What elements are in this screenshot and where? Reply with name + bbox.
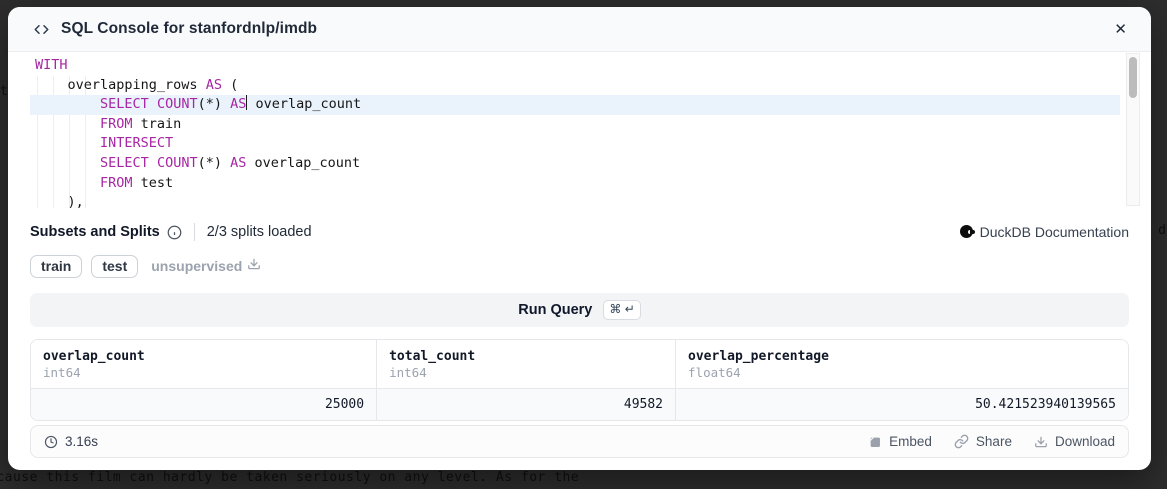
- sql-text: [35, 96, 100, 112]
- sql-text: overlapping_rows: [35, 76, 206, 93]
- table-cell: 50.421523940139565: [975, 397, 1116, 412]
- close-icon[interactable]: ✕: [1114, 20, 1127, 38]
- code-line-1[interactable]: WITH: [30, 56, 1120, 76]
- download-icon: [1034, 435, 1048, 449]
- editor-scrollbar[interactable]: [1126, 53, 1140, 206]
- sql-keyword: WITH: [35, 57, 68, 73]
- sql-keyword: INTERSECT: [100, 135, 174, 152]
- sql-text: overlap_count: [246, 154, 361, 171]
- sql-keyword: FROM: [100, 174, 133, 191]
- sql-text: train: [132, 115, 182, 132]
- sql-text: [35, 155, 100, 171]
- text-cursor: [246, 95, 248, 111]
- sql-code: WITH overlapping_rows AS ( SELECT COUNT(…: [30, 52, 1120, 208]
- sql-text: [149, 155, 157, 171]
- info-icon[interactable]: [167, 225, 182, 240]
- sql-text: [35, 116, 100, 132]
- code-line-3[interactable]: SELECT COUNT(*) AS overlap_count: [30, 95, 1120, 115]
- column-type: float64: [688, 365, 741, 380]
- code-line-6[interactable]: SELECT COUNT(*) AS overlap_count: [30, 154, 1120, 174]
- duckdb-logo-icon: [959, 225, 975, 239]
- run-query-button[interactable]: Run Query ⌘ ↵: [30, 293, 1129, 327]
- sql-keyword: AS: [230, 96, 247, 113]
- splits-loaded-status: 2/3 splits loaded: [206, 224, 312, 240]
- sql-text: test: [132, 174, 174, 191]
- split-pill-train[interactable]: train: [30, 254, 83, 278]
- code-line-5[interactable]: INTERSECT: [30, 134, 1120, 154]
- scrollbar-thumb[interactable]: [1129, 57, 1137, 98]
- doc-link-label: DuckDB Documentation: [979, 224, 1129, 240]
- code-line-7[interactable]: FROM test: [30, 174, 1120, 194]
- code-icon: [33, 22, 50, 37]
- run-query-label: Run Query: [518, 302, 593, 318]
- split-pill-unsupervised[interactable]: unsupervised: [147, 255, 265, 277]
- split-pill-test[interactable]: test: [91, 254, 139, 278]
- sql-keyword: AS: [205, 76, 222, 93]
- column-name: overlap_percentage: [688, 349, 829, 364]
- footer-actions: Embed Share Download: [868, 434, 1115, 449]
- sql-keyword: AS: [230, 154, 247, 171]
- subsets-label: Subsets and Splits: [30, 224, 160, 240]
- modal-title: SQL Console for stanfordnlp/imdb: [61, 20, 318, 37]
- sql-keyword: SELECT: [100, 96, 149, 113]
- table-cell: 49582: [377, 389, 677, 420]
- sql-keyword: COUNT: [156, 154, 198, 171]
- action-label: Download: [1054, 434, 1115, 449]
- action-label: Share: [975, 434, 1012, 449]
- sql-editor[interactable]: WITH overlapping_rows AS ( SELECT COUNT(…: [8, 52, 1151, 208]
- vertical-divider: [193, 223, 195, 241]
- sql-keyword: COUNT: [156, 96, 198, 113]
- code-line-2[interactable]: overlapping_rows AS (: [30, 76, 1120, 96]
- embed-icon: [868, 435, 882, 449]
- sql-text: [35, 135, 100, 151]
- sql-text: overlap_count: [247, 96, 362, 113]
- query-duration: 3.16s: [44, 434, 98, 449]
- column-type: int64: [43, 365, 81, 380]
- column-name: overlap_count: [43, 349, 145, 364]
- download-button[interactable]: Download: [1034, 434, 1115, 449]
- sql-text: ),: [35, 194, 84, 208]
- share-button[interactable]: Share: [954, 434, 1012, 449]
- code-line-8[interactable]: ),: [30, 193, 1120, 208]
- sql-text: [35, 175, 100, 191]
- clock-icon: [44, 435, 58, 448]
- download-icon: [247, 257, 261, 274]
- table-cell: 25000: [31, 389, 378, 420]
- subsets-row: Subsets and Splits 2/3 splits loaded Duc…: [30, 221, 1129, 243]
- sql-keyword: SELECT: [100, 154, 149, 171]
- action-label: Embed: [889, 434, 932, 449]
- modal-header: SQL Console for stanfordnlp/imdb ✕: [8, 7, 1151, 52]
- share-icon: [954, 434, 969, 449]
- results-footer: 3.16s Embed Share Download: [30, 425, 1129, 458]
- code-line-4[interactable]: FROM train: [30, 115, 1120, 135]
- column-name: total_count: [389, 349, 476, 364]
- split-label: train: [41, 257, 72, 274]
- sql-keyword: FROM: [100, 115, 133, 132]
- sql-console-modal: SQL Console for stanfordnlp/imdb ✕ WITH …: [8, 7, 1151, 470]
- duckdb-documentation-link[interactable]: DuckDB Documentation: [959, 224, 1129, 240]
- backdrop-text-fragment: d: [1158, 223, 1166, 238]
- modal-content: Subsets and Splits 2/3 splits loaded Duc…: [8, 221, 1151, 458]
- embed-button[interactable]: Embed: [868, 434, 932, 449]
- column-type: int64: [389, 365, 427, 380]
- sql-text: [149, 96, 157, 112]
- split-label: unsupervised: [151, 257, 243, 274]
- duration-text: 3.16s: [65, 434, 99, 449]
- backdrop-text-fragment: t: [0, 84, 8, 99]
- sql-text: (: [221, 76, 239, 93]
- dimmed-page-text: ecause this film can hardly be taken ser…: [0, 470, 580, 485]
- sql-text: (*): [197, 96, 231, 113]
- keyboard-shortcut-badge: ⌘ ↵: [603, 299, 641, 321]
- splits-row: train test unsupervised: [30, 253, 1129, 279]
- split-label: test: [102, 257, 128, 274]
- sql-text: (*): [197, 154, 231, 171]
